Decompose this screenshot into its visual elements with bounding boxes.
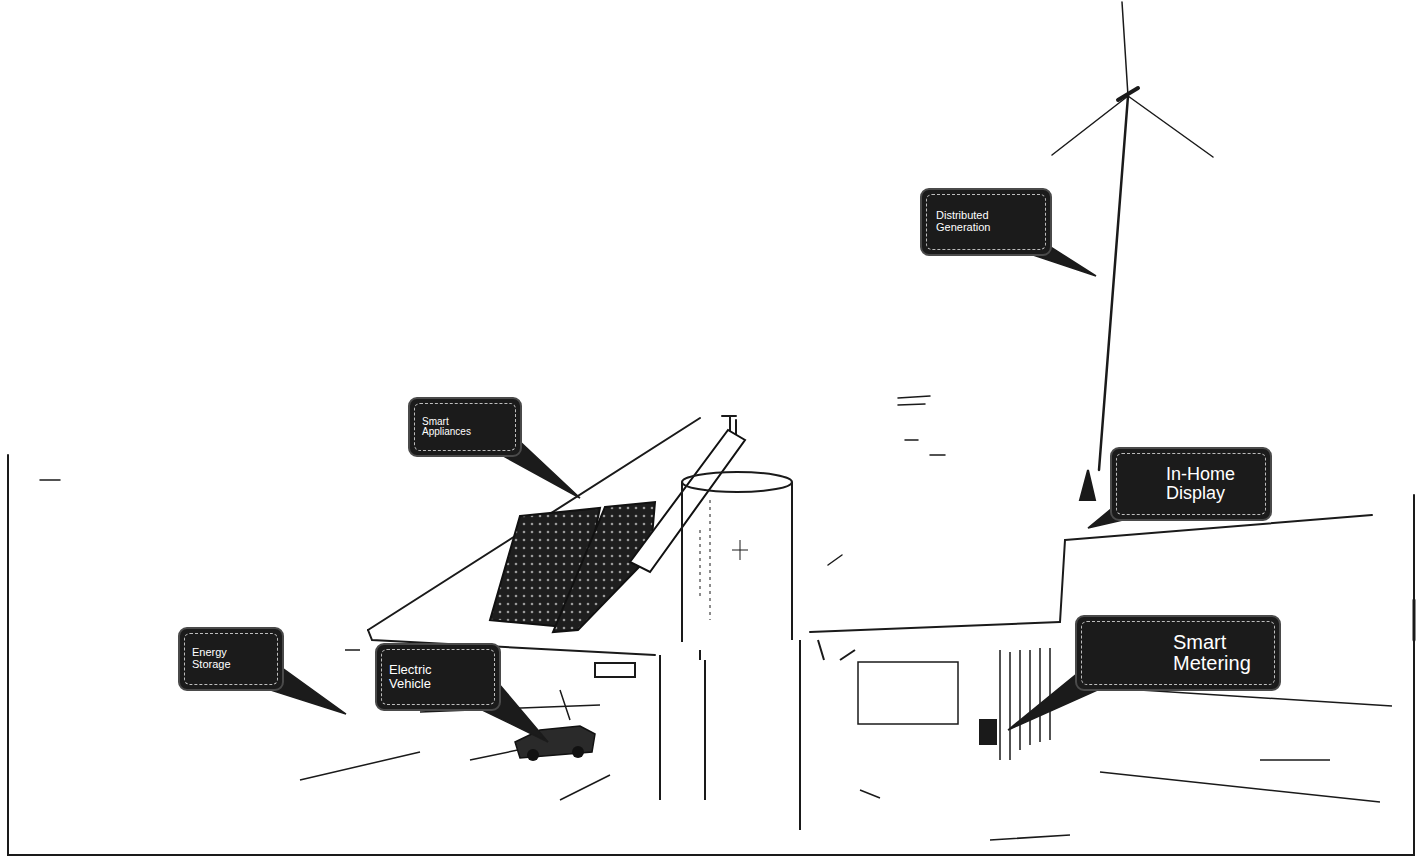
turbine-tower	[1099, 96, 1128, 470]
water-tank	[700, 500, 710, 620]
callout-bubble: Electric Vehicle	[375, 643, 501, 711]
sketch-mark	[898, 396, 945, 455]
charger-post	[560, 690, 570, 720]
water-tank	[732, 540, 748, 560]
callout-text: Distributed Generation	[936, 210, 1038, 233]
solar-mount	[630, 430, 745, 572]
house-wall	[800, 640, 855, 830]
callout-bubble: Distributed Generation	[920, 188, 1052, 256]
callout-bubble: Smart Appliances	[408, 397, 522, 457]
callout-text: Electric Vehicle	[389, 663, 449, 690]
meter-box	[980, 720, 996, 744]
callout-bubble: Energy Storage	[178, 627, 284, 691]
roof-edge	[1060, 540, 1065, 622]
turbine-base	[1080, 470, 1095, 500]
callout-text: Energy Storage	[192, 647, 242, 670]
turbine-blade	[1128, 96, 1213, 157]
window	[858, 662, 958, 724]
turbine-blade	[1122, 2, 1128, 96]
sketch-mark	[40, 479, 60, 481]
water-tank	[682, 472, 792, 492]
callout-text: In-Home Display	[1166, 465, 1258, 503]
turbine-nacelle	[1118, 88, 1138, 100]
roof-vent	[828, 555, 842, 565]
callout-bubble: In-Home Display	[1110, 447, 1272, 521]
car-wheel	[572, 746, 584, 758]
window	[595, 663, 635, 677]
car-wheel	[527, 749, 539, 761]
frame-mark	[1413, 600, 1416, 640]
callout-bubble: Smart Metering	[1075, 615, 1281, 691]
callout-text: Smart Appliances	[422, 417, 490, 438]
house-wall	[660, 650, 705, 800]
callout-text: Smart Metering	[1173, 632, 1267, 674]
water-tank	[682, 482, 792, 642]
turbine-blade	[1052, 96, 1128, 155]
ground-line	[300, 690, 1392, 840]
roof-eave	[810, 622, 1060, 632]
